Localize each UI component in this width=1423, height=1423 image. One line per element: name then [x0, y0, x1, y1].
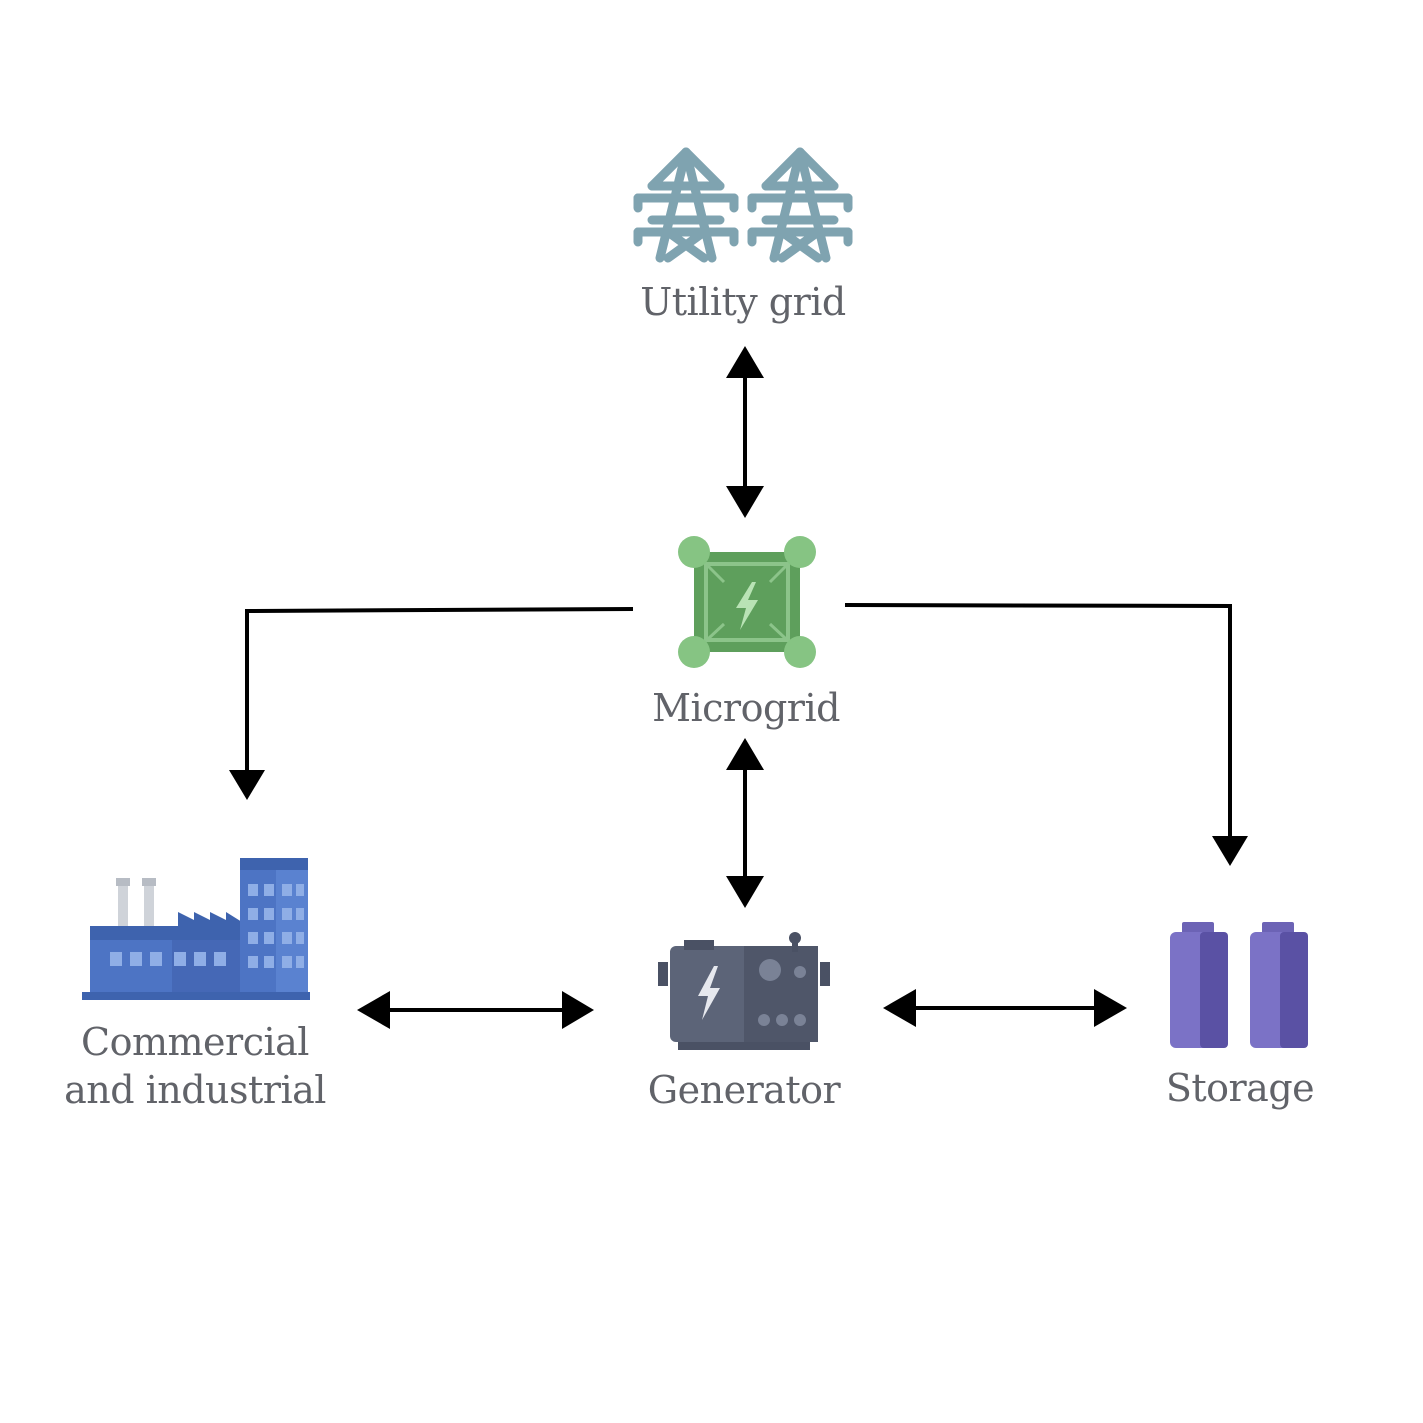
microgrid-icon — [678, 536, 816, 668]
connector-microgrid-commercial — [229, 607, 634, 800]
generator-icon — [658, 932, 830, 1050]
storage-label: Storage — [1165, 1066, 1315, 1110]
utility-grid-label: Utility grid — [640, 280, 846, 324]
commercial-label-line2: and industrial — [64, 1068, 326, 1112]
factory-icon — [82, 858, 310, 1000]
generator-label: Generator — [647, 1068, 841, 1112]
connector-microgrid-generator — [726, 738, 764, 908]
power-tower-icon — [633, 147, 853, 263]
connector-utility-microgrid — [726, 346, 764, 518]
connector-generator-storage — [883, 989, 1127, 1027]
connector-commercial-generator — [357, 991, 594, 1029]
commercial-label-line1: Commercial — [81, 1020, 309, 1064]
connector-microgrid-storage — [844, 603, 1248, 866]
microgrid-label: Microgrid — [652, 686, 840, 730]
battery-icon — [1170, 922, 1308, 1048]
